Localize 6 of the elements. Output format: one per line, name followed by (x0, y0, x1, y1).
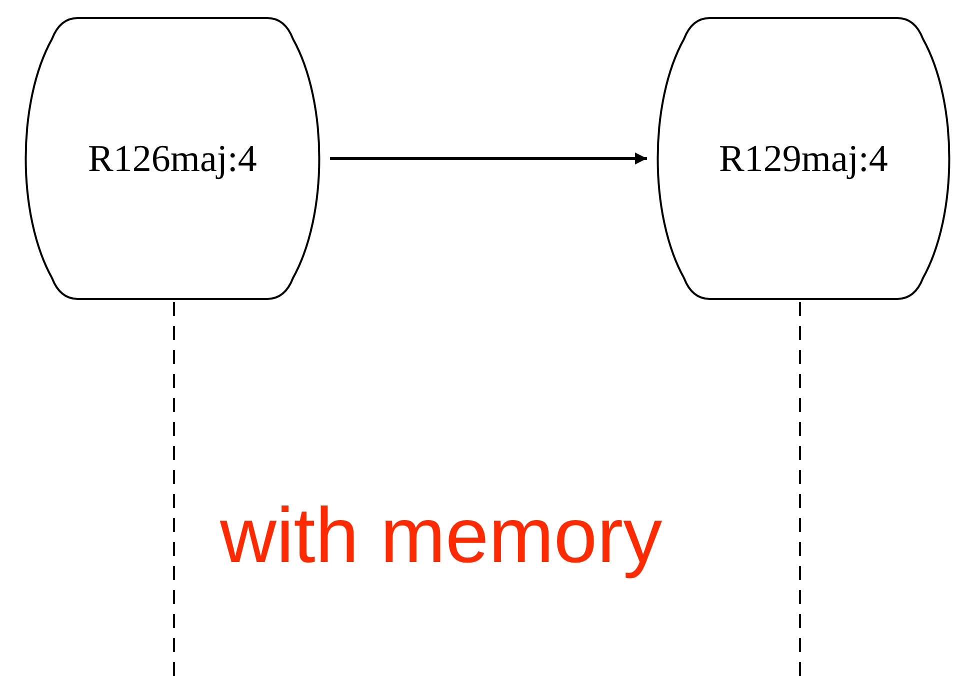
lifeline (799, 302, 801, 677)
node-label: R129maj:4 (719, 136, 888, 180)
annotation-text: with memory (220, 490, 662, 581)
node-label: R126maj:4 (88, 136, 257, 180)
arrow (330, 152, 647, 164)
lifeline (173, 302, 175, 677)
